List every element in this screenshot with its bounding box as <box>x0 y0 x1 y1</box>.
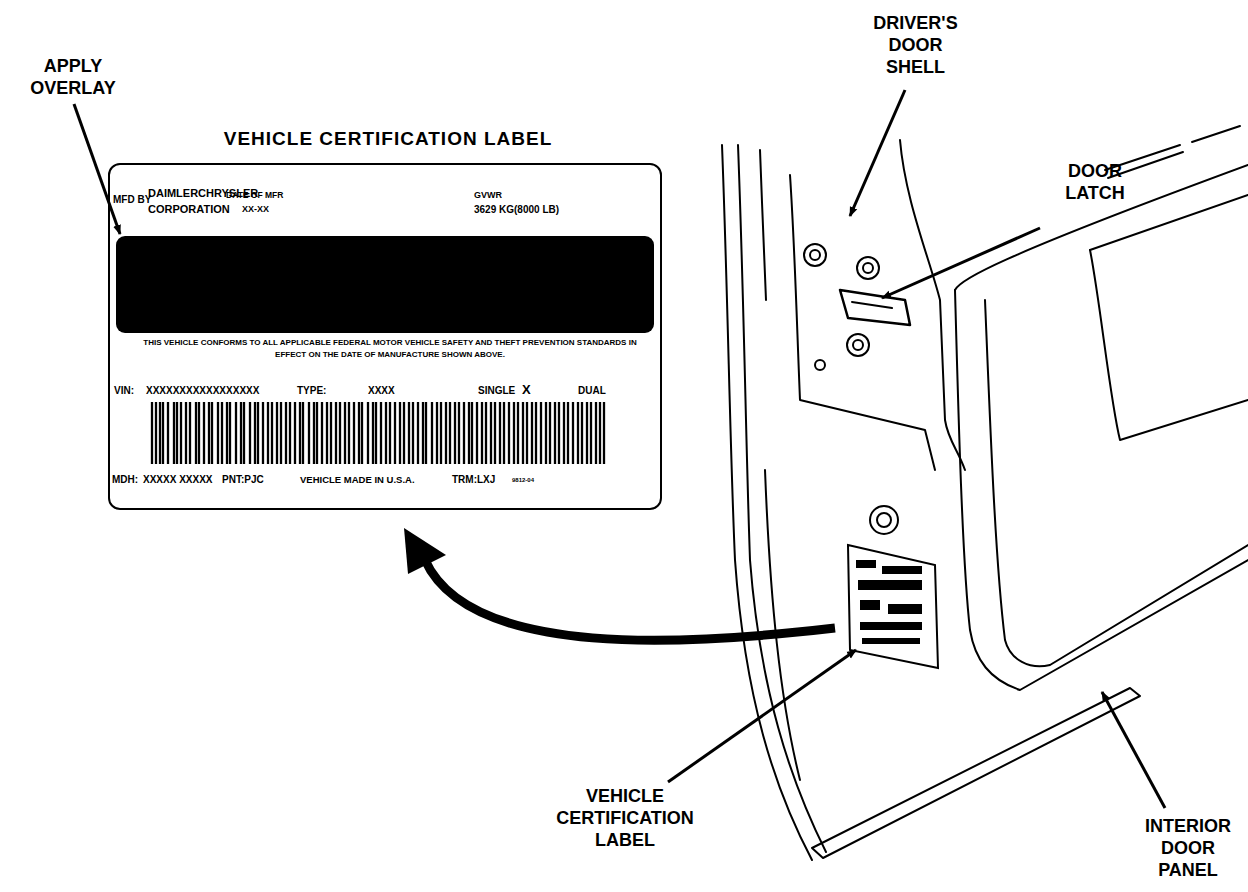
part-callout: VEHICLE CERTIFICATION LABEL <box>530 785 720 851</box>
door-panel <box>1105 126 1240 178</box>
door-latch <box>840 290 910 325</box>
leader-line <box>74 104 120 234</box>
field-value: VEHICLE MADE IN U.S.A. <box>300 474 415 485</box>
part-callout: INTERIOR DOOR PANEL <box>1133 815 1243 881</box>
field-name: DATE OF MFR <box>226 190 283 200</box>
field-value: PNT:PJC <box>222 474 264 486</box>
leader-line <box>668 650 856 782</box>
part-callout: DOOR LATCH <box>1045 160 1145 204</box>
field-name: GVWR <box>474 190 502 201</box>
door-shell <box>760 150 766 300</box>
grommet <box>870 506 898 534</box>
field-name: SINGLE <box>478 385 515 397</box>
field-name: MFD BY <box>113 194 151 206</box>
bolt <box>847 334 869 356</box>
field-name: MDH: <box>112 474 138 486</box>
door-panel <box>1090 250 1248 440</box>
leader-line <box>882 228 1040 298</box>
field-value: XXXXXXXXXXXXXXXXX <box>146 385 259 397</box>
field-name: VIN: <box>114 385 134 397</box>
field-value: XXXXX XXXXX <box>143 474 212 486</box>
part-callout: APPLY OVERLAY <box>18 55 128 99</box>
field-value: 3629 KG(8000 LB) <box>474 204 559 216</box>
barcode <box>152 402 604 464</box>
bolt <box>857 257 879 279</box>
leader-line <box>850 90 905 216</box>
label-frame <box>108 163 662 510</box>
certification-label: VEHICLE CERTIFICATION LABELMFD BYDAIMLER… <box>106 122 664 512</box>
door-edge <box>722 145 812 860</box>
door-lines <box>722 126 1248 860</box>
field-value: TRM:LXJ <box>452 474 495 486</box>
field-name: TYPE: <box>297 385 326 397</box>
bolt <box>810 250 820 260</box>
door-latch <box>852 302 892 308</box>
curved-arrow-head <box>404 528 446 574</box>
field-value: XXXX <box>368 385 395 397</box>
door-edge <box>738 145 826 852</box>
overlay-bar <box>116 236 654 333</box>
compliance-statement: THIS VEHICLE CONFORMS TO ALL APPLICABLE … <box>135 337 645 360</box>
field-value: X <box>522 382 531 398</box>
field-value: XX-XX <box>242 204 269 215</box>
bolt <box>853 340 863 350</box>
door-panel <box>955 290 1248 690</box>
form-number: 9812-04 <box>512 477 534 484</box>
field-name: DUAL <box>578 385 606 397</box>
small-label-print <box>856 560 922 644</box>
sill-strip <box>812 688 1140 858</box>
door-shell <box>765 470 800 780</box>
label-heading: VEHICLE CERTIFICATION LABEL <box>150 128 626 151</box>
door-panel <box>985 300 1248 666</box>
leader-line <box>1102 692 1165 808</box>
door-panel <box>1090 195 1248 250</box>
hole <box>815 360 825 370</box>
leader-lines <box>74 90 1165 808</box>
grommet <box>877 513 891 527</box>
small-label <box>848 545 938 668</box>
bolt <box>863 263 873 273</box>
part-callout: DRIVER'S DOOR SHELL <box>858 12 973 78</box>
bolt <box>804 244 826 266</box>
door-shell <box>790 175 935 470</box>
curved-arrow <box>425 560 835 640</box>
